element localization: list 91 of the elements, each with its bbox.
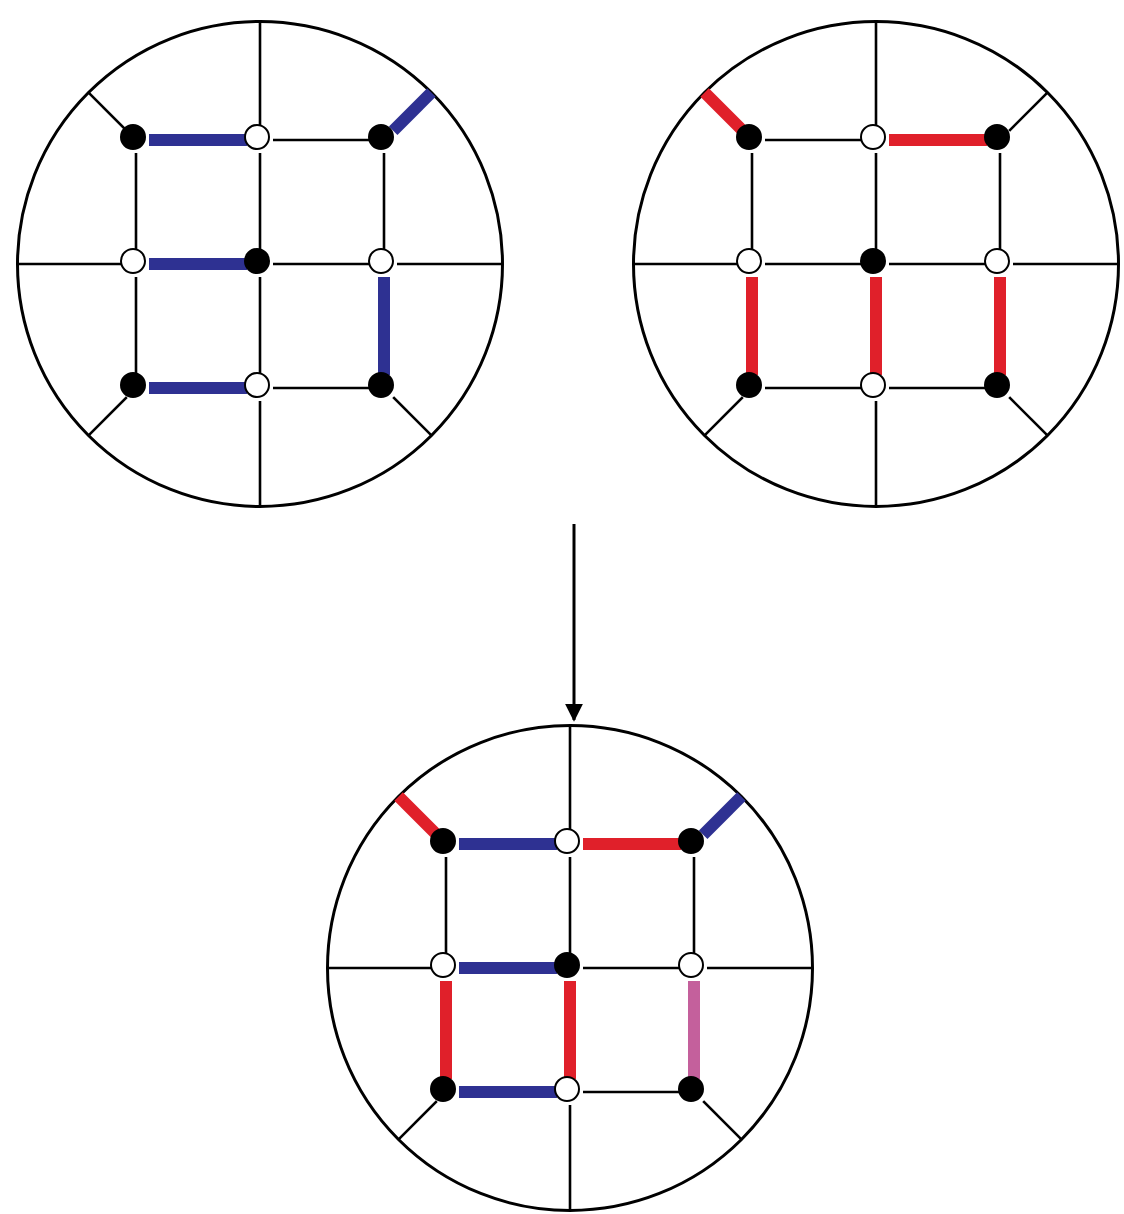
boundary-line	[327, 966, 433, 970]
grid-line	[765, 138, 863, 142]
boundary-line	[87, 91, 128, 132]
boundary-line	[874, 401, 878, 507]
grid-line	[750, 153, 754, 251]
hollow-vertex	[368, 248, 394, 274]
boundary-line	[397, 262, 503, 266]
grid-line	[258, 277, 262, 375]
filled-vertex	[120, 124, 146, 150]
grid-line	[273, 138, 371, 142]
filled-vertex	[244, 248, 270, 274]
highlighted-edge	[378, 277, 390, 375]
highlighted-edge	[564, 981, 576, 1079]
hollow-vertex	[554, 828, 580, 854]
highlighted-edge	[388, 88, 436, 136]
hollow-vertex	[860, 372, 886, 398]
disk-outline	[326, 724, 814, 1212]
boundary-line	[392, 396, 433, 437]
boundary-line	[568, 725, 572, 831]
hollow-vertex	[430, 952, 456, 978]
hollow-vertex	[554, 1076, 580, 1102]
highlighted-edge	[583, 838, 681, 850]
filled-vertex	[430, 1076, 456, 1102]
hollow-vertex	[678, 952, 704, 978]
filled-vertex	[120, 372, 146, 398]
arrow	[565, 524, 583, 722]
grid-line	[273, 386, 371, 390]
highlighted-edge	[394, 792, 442, 840]
highlighted-edge	[149, 258, 247, 270]
grid-line	[273, 262, 371, 266]
boundary-line	[258, 21, 262, 127]
grid-line	[444, 857, 448, 955]
filled-vertex	[984, 372, 1010, 398]
highlighted-edge	[440, 981, 452, 1079]
hollow-vertex	[736, 248, 762, 274]
hollow-vertex	[984, 248, 1010, 274]
hollow-vertex	[860, 124, 886, 150]
disk-outline	[632, 20, 1120, 508]
boundary-line	[17, 262, 123, 266]
grid-line	[134, 153, 138, 251]
filled-vertex	[430, 828, 456, 854]
grid-line	[258, 153, 262, 251]
boundary-line	[874, 21, 878, 127]
highlighted-edge	[149, 134, 247, 146]
filled-vertex	[368, 372, 394, 398]
boundary-line	[397, 1100, 438, 1141]
grid-line	[765, 386, 863, 390]
highlighted-edge	[870, 277, 882, 375]
boundary-line	[703, 396, 744, 437]
highlighted-edge	[746, 277, 758, 375]
filled-vertex	[736, 124, 762, 150]
hollow-vertex	[120, 248, 146, 274]
grid-line	[889, 386, 987, 390]
grid-line	[765, 262, 863, 266]
grid-line	[583, 966, 681, 970]
boundary-line	[1013, 262, 1119, 266]
grid-line	[568, 857, 572, 955]
hollow-vertex	[244, 124, 270, 150]
boundary-line	[87, 396, 128, 437]
highlighted-edge	[149, 382, 247, 394]
highlighted-edge	[700, 88, 748, 136]
boundary-line	[1008, 396, 1049, 437]
highlighted-edge	[688, 981, 700, 1079]
grid-line	[583, 1090, 681, 1094]
filled-vertex	[860, 248, 886, 274]
highlighted-edge	[698, 792, 746, 840]
boundary-line	[568, 1105, 572, 1211]
boundary-line	[258, 401, 262, 507]
highlighted-edge	[459, 1086, 557, 1098]
highlighted-edge	[889, 134, 987, 146]
filled-vertex	[368, 124, 394, 150]
grid-line	[874, 153, 878, 251]
filled-vertex	[678, 828, 704, 854]
boundary-line	[707, 966, 813, 970]
boundary-line	[1008, 91, 1049, 132]
grid-line	[382, 153, 386, 251]
filled-vertex	[984, 124, 1010, 150]
filled-vertex	[678, 1076, 704, 1102]
highlighted-edge	[459, 838, 557, 850]
hollow-vertex	[244, 372, 270, 398]
disk-outline	[16, 20, 504, 508]
highlighted-edge	[459, 962, 557, 974]
grid-line	[134, 277, 138, 375]
boundary-line	[633, 262, 739, 266]
highlighted-edge	[994, 277, 1006, 375]
grid-line	[889, 262, 987, 266]
boundary-line	[702, 1100, 743, 1141]
filled-vertex	[736, 372, 762, 398]
grid-line	[998, 153, 1002, 251]
filled-vertex	[554, 952, 580, 978]
grid-line	[692, 857, 696, 955]
